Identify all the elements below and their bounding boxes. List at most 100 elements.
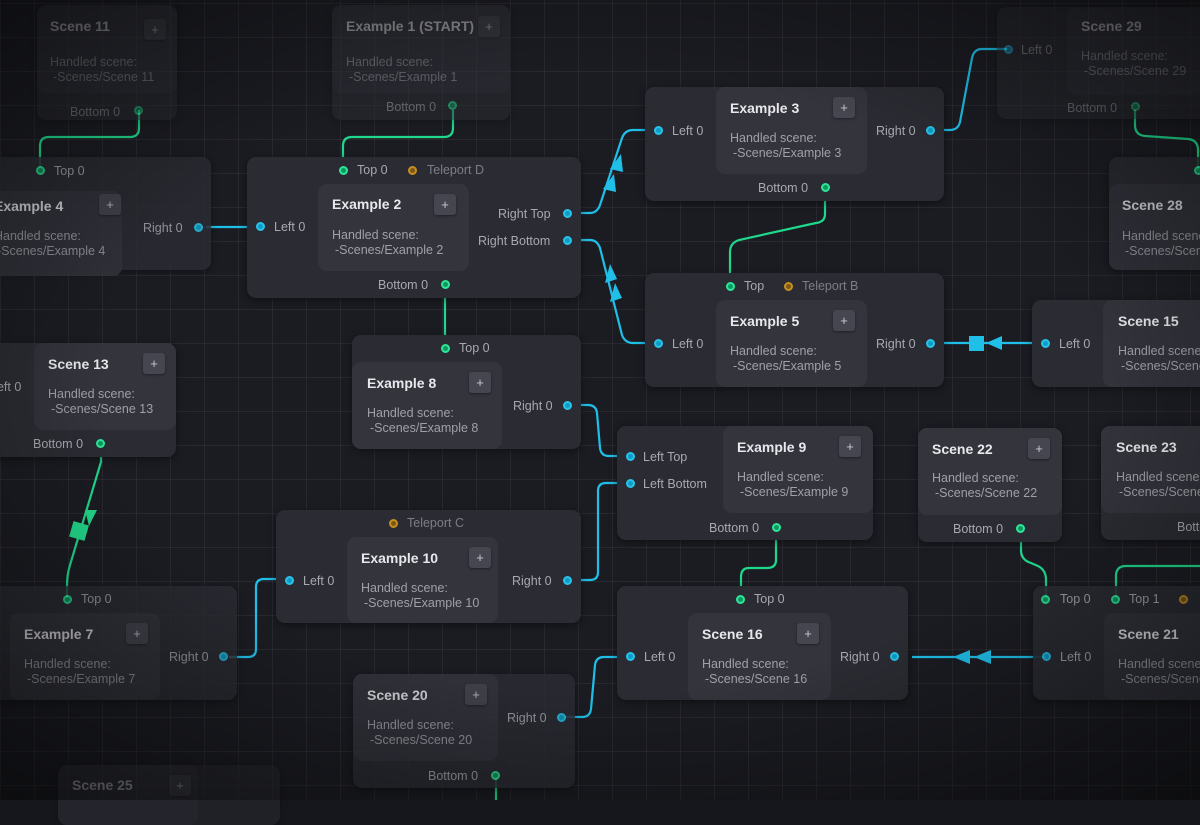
port-right-0[interactable] (926, 339, 935, 348)
port-right-0[interactable] (926, 126, 935, 135)
port-top[interactable] (726, 282, 735, 291)
port-left-0[interactable] (1042, 652, 1051, 661)
port-bottom-0[interactable] (821, 183, 830, 192)
port-top-0[interactable] (1041, 595, 1050, 604)
port-label-left: Left 0 (303, 574, 335, 588)
node-title: Example 9 (737, 439, 807, 455)
add-button[interactable]: + (169, 775, 191, 796)
node-desc-label: Handled scene: (332, 228, 419, 242)
node-scene-22[interactable]: Scene 22 + Handled scene: -Scenes/Scene … (918, 428, 1062, 542)
port-top-0[interactable] (36, 166, 45, 175)
add-button[interactable]: + (833, 310, 855, 331)
node-example-1-start[interactable]: Example 1 (START) + Handled scene: -Scen… (332, 5, 510, 120)
port-label-left: Left 0 (1060, 650, 1092, 664)
port-left-0[interactable] (256, 222, 265, 231)
port-label-left: Left 0 (274, 220, 306, 234)
node-scene-29[interactable]: Left 0 Scene 29 Handled scene: -Scenes/S… (997, 7, 1200, 119)
port-top-0[interactable] (441, 344, 450, 353)
port-top-1[interactable] (1111, 595, 1120, 604)
port-label-top: Top 0 (754, 592, 785, 606)
node-scene-28[interactable]: Scene 28 Handled scene: -Scenes/Scene 28 (1109, 157, 1200, 270)
port-right-0[interactable] (563, 401, 572, 410)
port-bottom-0[interactable] (96, 439, 105, 448)
port-left-0[interactable] (654, 126, 663, 135)
port-label-bottom: Bottom 0 (428, 769, 479, 783)
node-desc-label: Handled scene: (932, 471, 1019, 485)
node-example-5[interactable]: Top Teleport B Left 0 Example 5 + Handle… (645, 273, 944, 387)
port-top-0[interactable] (63, 595, 72, 604)
add-button[interactable]: + (833, 97, 855, 118)
port-left-0[interactable] (626, 652, 635, 661)
node-scene-21[interactable]: Top 0 Top 1 Left 0 Scene 21 Handled scen… (1033, 586, 1200, 700)
port-right-bottom[interactable] (563, 236, 572, 245)
edge-marker-scene15-example5 (969, 336, 984, 351)
port-bottom-0[interactable] (441, 280, 450, 289)
add-button[interactable]: + (469, 547, 491, 568)
port-bottom-0[interactable] (134, 106, 143, 115)
add-button[interactable]: + (478, 16, 500, 37)
add-button[interactable]: + (797, 623, 819, 644)
port-top-0[interactable] (1194, 166, 1200, 175)
node-scene-23[interactable]: Scene 23 Handled scene: -Scenes/Scene 23… (1101, 426, 1200, 540)
node-example-7[interactable]: Top 0 Example 7 + Handled scene: -Scenes… (0, 586, 237, 700)
port-bottom-0[interactable] (1131, 102, 1140, 111)
port-left-top[interactable] (626, 452, 635, 461)
port-right-0[interactable] (219, 652, 228, 661)
add-button[interactable]: + (143, 353, 165, 374)
port-right-0[interactable] (557, 713, 566, 722)
port-left-0[interactable] (1041, 339, 1050, 348)
node-scene-15[interactable]: Left 0 Scene 15 Handled scene: -Scenes/S… (1032, 300, 1200, 387)
port-label-right: Right 0 (169, 650, 209, 664)
port-left-bottom[interactable] (626, 479, 635, 488)
port-teleport-b[interactable] (784, 282, 793, 291)
port-right-top[interactable] (563, 209, 572, 218)
node-title: Example 4 (0, 198, 64, 214)
port-bottom-0[interactable] (491, 771, 500, 780)
port-top-0[interactable] (736, 595, 745, 604)
port-bottom-0[interactable] (1016, 524, 1025, 533)
add-button[interactable]: + (465, 684, 487, 705)
port-left-0[interactable] (654, 339, 663, 348)
port-left-0[interactable] (285, 576, 294, 585)
node-title: Example 2 (332, 196, 402, 212)
port-teleport-d[interactable] (408, 166, 417, 175)
port-right-0[interactable] (563, 576, 572, 585)
node-scene-13[interactable]: Left 0 Scene 13 + Handled scene: -Scenes… (0, 343, 176, 457)
node-example-3[interactable]: Left 0 Example 3 + Handled scene: -Scene… (645, 87, 944, 201)
node-scene-path: -Scenes/Scene 15 (1121, 359, 1200, 373)
node-scene-20[interactable]: Scene 20 + Handled scene: -Scenes/Scene … (353, 674, 575, 788)
node-scene-11[interactable]: Scene 11 + Handled scene: -Scenes/Scene … (37, 5, 177, 120)
add-button[interactable]: + (99, 194, 121, 215)
port-label-right-bottom: Right Bottom (478, 234, 551, 248)
add-button[interactable]: + (126, 623, 148, 644)
add-button[interactable]: + (144, 19, 166, 40)
add-button[interactable]: + (839, 436, 861, 457)
port-label-left: Left 0 (1021, 43, 1053, 57)
node-title: Example 5 (730, 313, 800, 329)
add-button[interactable]: + (1028, 438, 1050, 459)
node-scene-16[interactable]: Top 0 Left 0 Scene 16 + Handled scene: -… (617, 586, 908, 700)
node-example-10[interactable]: Teleport C Left 0 Example 10 + Handled s… (276, 510, 581, 623)
node-example-4[interactable]: Top 0 Example 4 + Handled scene: -Scenes… (0, 157, 211, 276)
port-bottom-0[interactable] (772, 523, 781, 532)
port-label-bottom: Bottom 0 (33, 437, 84, 451)
node-scene-25[interactable]: Scene 25 + (58, 765, 280, 825)
port-top-0[interactable] (339, 166, 348, 175)
port-teleport-c[interactable] (389, 519, 398, 528)
port-teleport[interactable] (1179, 595, 1188, 604)
node-example-8[interactable]: Top 0 Example 8 + Handled scene: -Scenes… (352, 335, 581, 449)
add-button[interactable]: + (469, 372, 491, 393)
edge-example2-example3[interactable] (571, 128, 655, 215)
node-example-2[interactable]: Top 0 Teleport D Left 0 Example 2 + Hand… (247, 157, 581, 298)
port-right-0[interactable] (194, 223, 203, 232)
node-example-9[interactable]: Left Top Left Bottom Example 9 + Handled… (617, 426, 873, 540)
edge-scene13-example7[interactable] (65, 447, 103, 598)
port-label-bottom: Bottom 0 (953, 522, 1004, 536)
port-bottom-0[interactable] (448, 101, 457, 110)
port-left-0[interactable] (1004, 45, 1013, 54)
port-right-0[interactable] (890, 652, 899, 661)
edge-example3-example5[interactable] (728, 192, 827, 283)
add-button[interactable]: + (434, 194, 456, 215)
edge-arrow-1-scene21-scene16 (953, 650, 970, 664)
node-title: Scene 16 (702, 626, 763, 642)
